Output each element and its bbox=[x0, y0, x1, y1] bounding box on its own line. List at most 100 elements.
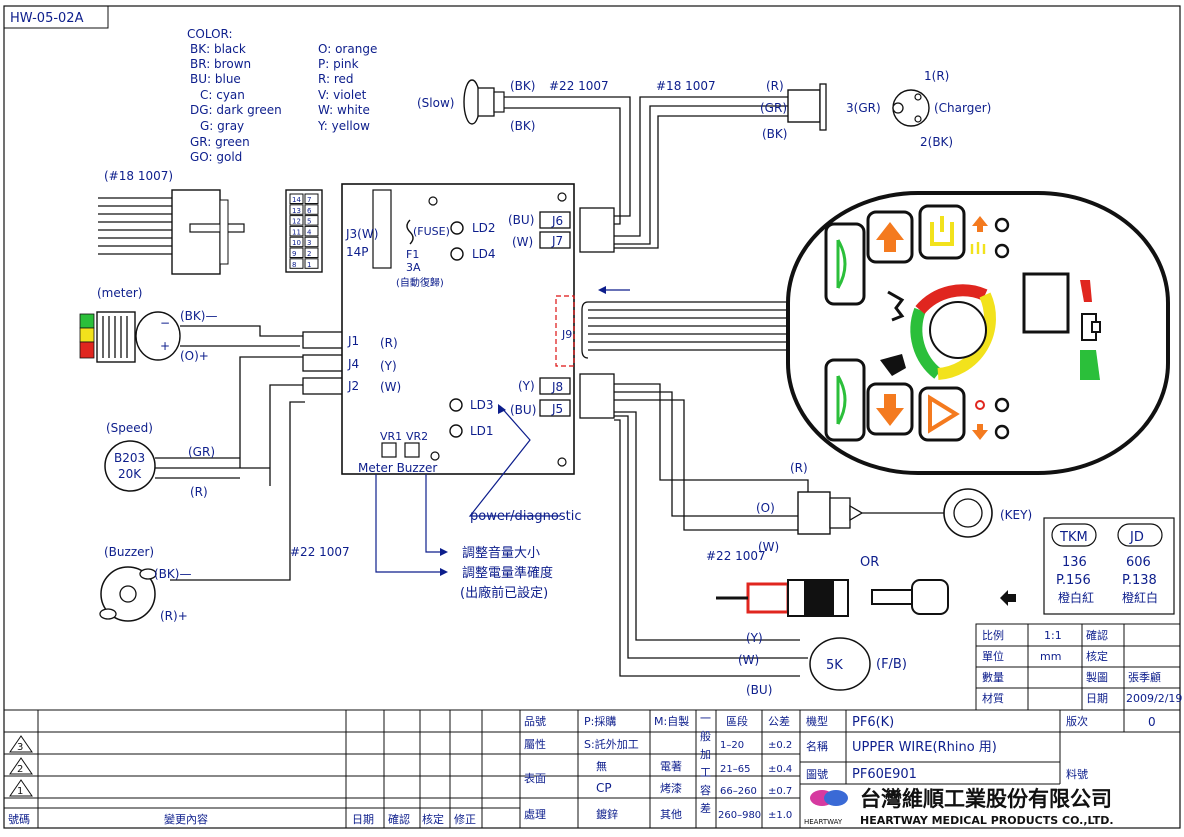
awg22-top-label: #22 1007 bbox=[549, 79, 609, 93]
jd-no: 606 bbox=[1126, 555, 1151, 570]
buzzer-bk-label: (BK)— bbox=[154, 567, 191, 581]
j3-pins: 14P bbox=[346, 245, 369, 259]
zinc-option: 鍍鋅 bbox=[596, 807, 618, 821]
led-ld3 bbox=[449, 398, 463, 412]
color-legend-title: COLOR: bbox=[187, 27, 233, 41]
legend-right-0: O: orange bbox=[318, 42, 377, 56]
general-tolerance-char: 加 bbox=[700, 748, 711, 761]
model-value: PF6(K) bbox=[852, 715, 894, 730]
fb-y-label: (Y) bbox=[746, 631, 763, 645]
charger-gr-label: (GR) bbox=[760, 101, 787, 115]
jd-page: P.138 bbox=[1122, 573, 1157, 588]
item-label: 品號 bbox=[524, 715, 546, 728]
ld2-label: LD2 bbox=[472, 221, 496, 235]
vr2-trimmer bbox=[404, 442, 420, 458]
j8-y-label: (Y) bbox=[518, 379, 535, 393]
jd-label: JD bbox=[1129, 530, 1144, 545]
slow-label: (Slow) bbox=[417, 96, 454, 110]
charger-pin1: 1(R) bbox=[924, 69, 949, 83]
date-label: 日期 bbox=[1086, 692, 1108, 705]
control-panel bbox=[786, 191, 1170, 475]
legend-right-2: R: red bbox=[318, 72, 354, 86]
ld4-label: LD4 bbox=[472, 247, 496, 261]
fb-potentiometer bbox=[809, 637, 871, 691]
name-value: UPPER WIRE(Rhino 用) bbox=[852, 740, 997, 755]
pin-cell bbox=[289, 258, 304, 269]
buzzer-r-label: (R)+ bbox=[160, 609, 188, 623]
legend-left-1: BR: brown bbox=[190, 57, 251, 71]
unit-value: mm bbox=[1040, 650, 1061, 663]
pin-cell bbox=[304, 204, 319, 215]
pin-cell bbox=[304, 236, 319, 248]
drawing-no-box bbox=[3, 5, 109, 29]
name-label: 名稱 bbox=[806, 739, 828, 753]
buzzer bbox=[99, 566, 157, 622]
fb-bu-label: (BU) bbox=[746, 683, 772, 697]
legend-left-4: DG: dark green bbox=[190, 103, 282, 117]
f1-note: (自動復歸) bbox=[396, 276, 444, 289]
section-header: 區段 bbox=[726, 714, 748, 728]
pin-cell bbox=[304, 225, 319, 237]
other-option: 其他 bbox=[660, 808, 682, 821]
revision-label: 版次 bbox=[1066, 714, 1088, 728]
rev-mark-0: 3 bbox=[17, 742, 23, 753]
vr1-label: VR1 bbox=[380, 430, 402, 443]
pin-cell bbox=[304, 193, 319, 204]
meter-label: (meter) bbox=[97, 286, 142, 300]
legend-left-0: BK: black bbox=[190, 42, 246, 56]
legend-left-6: GR: green bbox=[190, 135, 250, 149]
general-tolerance-char: 般 bbox=[700, 730, 711, 743]
key-label: (KEY) bbox=[1000, 508, 1032, 522]
col-confirm: 確認 bbox=[388, 812, 410, 826]
draw-label: 製圖 bbox=[1086, 670, 1108, 684]
col-check: 核定 bbox=[422, 812, 444, 826]
pin-number: 3 bbox=[307, 239, 311, 247]
fb-label: (F/B) bbox=[876, 657, 907, 672]
company-name-cn: 台灣維順工業股份有限公司 bbox=[860, 787, 1112, 811]
material-label: 材質 bbox=[982, 691, 1004, 705]
sheet-border bbox=[3, 5, 1181, 829]
vr1-trimmer bbox=[381, 442, 397, 458]
general-tolerance-char: 差 bbox=[700, 801, 711, 815]
cp-option: CP bbox=[596, 781, 612, 795]
j1-label: J1 bbox=[347, 334, 359, 348]
j9-outline bbox=[555, 295, 575, 367]
pin-number: 2 bbox=[307, 250, 311, 258]
title-block-grid bbox=[4, 709, 1180, 828]
awg22-b-label: #22 1007 bbox=[706, 549, 766, 563]
purchase-option: P:採購 bbox=[584, 714, 616, 728]
draw-value: 張季顧 bbox=[1128, 670, 1161, 684]
legend-right-3: V: violet bbox=[318, 88, 367, 102]
heartway-logo: HEARTWAY bbox=[804, 790, 848, 826]
j6-bu-label: (BU) bbox=[508, 213, 534, 227]
pin-number: 10 bbox=[292, 239, 301, 247]
j2-w-label: (W) bbox=[380, 380, 401, 394]
ribbon-cable bbox=[581, 286, 800, 359]
scale-value: 1:1 bbox=[1044, 629, 1062, 642]
charger-r-label: (R) bbox=[766, 79, 784, 93]
qty-label: 數量 bbox=[982, 671, 1004, 684]
charger-socket bbox=[787, 83, 930, 131]
speed-potentiometer bbox=[104, 440, 156, 492]
rev-mark-1: 2 bbox=[17, 764, 23, 775]
tol-3: ±1.0 bbox=[768, 810, 792, 821]
attr-label: 屬性 bbox=[524, 737, 546, 751]
left-connectors bbox=[302, 331, 344, 395]
pin-cell bbox=[289, 193, 304, 204]
pin-cell bbox=[304, 247, 319, 258]
meter-bk-label: (BK)— bbox=[180, 309, 217, 323]
pin-number: 1 bbox=[307, 261, 311, 269]
meter-gauge: − + bbox=[79, 311, 181, 363]
key-o-label: (O) bbox=[756, 501, 775, 515]
led-ld2 bbox=[450, 221, 464, 235]
confirm-label: 確認 bbox=[1086, 628, 1108, 642]
j9-label: J9 bbox=[561, 328, 572, 341]
led-ld1 bbox=[449, 424, 463, 438]
j5-label: J5 bbox=[551, 402, 563, 416]
key-switch bbox=[797, 488, 993, 538]
j6-label: J6 bbox=[551, 214, 563, 228]
tol-1: ±0.4 bbox=[768, 764, 792, 775]
